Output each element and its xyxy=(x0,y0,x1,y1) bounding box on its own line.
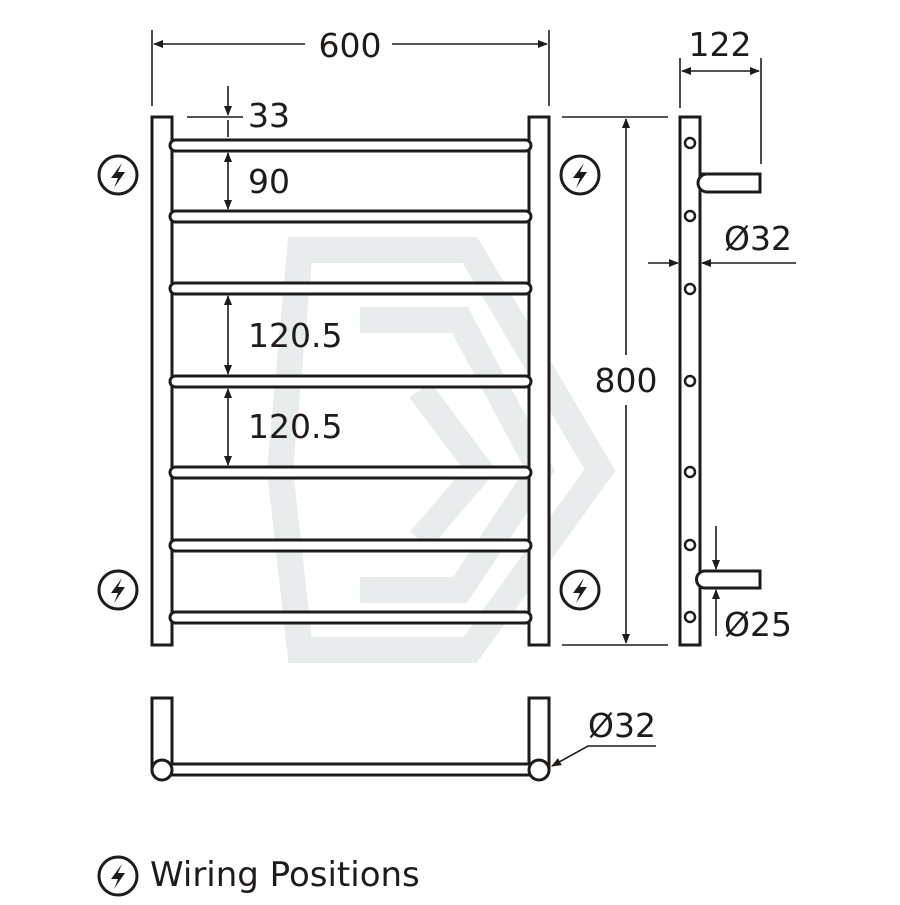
top-offset-dimension: 33 xyxy=(187,86,290,137)
fixing-hole xyxy=(683,465,697,479)
plan-right-tube xyxy=(527,758,551,782)
rung xyxy=(168,374,533,389)
rung xyxy=(168,209,533,224)
rung-diameter-dimension: Ø25 xyxy=(712,526,792,644)
mid-gap-label-2: 120.5 xyxy=(248,407,342,446)
wiring-icon xyxy=(559,569,601,611)
fixing-hole xyxy=(683,538,697,552)
projection-label: 122 xyxy=(689,25,752,64)
fixing-hole xyxy=(683,610,697,624)
bar-diameter-label: Ø32 xyxy=(724,219,792,258)
projection-dimension: 122 xyxy=(679,25,762,164)
plan-rung xyxy=(160,762,541,777)
lightning-bolt-circle-icon xyxy=(97,855,139,897)
fixing-hole xyxy=(683,282,697,296)
rung xyxy=(168,538,533,553)
plan-left-tube xyxy=(150,758,174,782)
watermark-logo xyxy=(266,237,616,663)
rung xyxy=(168,610,533,625)
fixing-hole xyxy=(683,136,697,150)
top-offset-label: 33 xyxy=(248,96,290,135)
first-gap-dimension: 90 xyxy=(224,152,290,210)
wiring-icon xyxy=(97,569,139,611)
fixing-hole xyxy=(683,374,697,388)
rung xyxy=(168,138,533,153)
height-dimension: 800 xyxy=(562,116,668,646)
rungs xyxy=(168,138,533,625)
mid-gap-label-1: 120.5 xyxy=(248,316,342,355)
wiring-icon xyxy=(97,154,139,196)
first-gap-label: 90 xyxy=(248,162,290,201)
plan-diameter-label: Ø32 xyxy=(588,706,656,745)
top-standoff xyxy=(696,172,762,194)
plan-view: Ø32 xyxy=(150,696,656,782)
legend-label: Wiring Positions xyxy=(150,855,420,895)
rung xyxy=(168,281,533,296)
width-dimension: 600 xyxy=(151,26,550,106)
rung-diameter-label: Ø25 xyxy=(724,605,792,644)
side-bar xyxy=(678,115,702,647)
legend: Wiring Positions xyxy=(97,855,420,897)
bottom-standoff xyxy=(695,569,762,590)
mid-gap-dimension-2: 120.5 xyxy=(224,388,342,466)
height-label: 800 xyxy=(595,361,658,400)
wiring-icon xyxy=(559,154,601,196)
fixing-hole xyxy=(683,209,697,223)
rung xyxy=(168,465,533,480)
side-view xyxy=(678,115,762,647)
width-label: 600 xyxy=(319,26,382,65)
mid-gap-dimension-1: 120.5 xyxy=(224,295,342,375)
bar-diameter-dimension: Ø32 xyxy=(648,219,796,267)
